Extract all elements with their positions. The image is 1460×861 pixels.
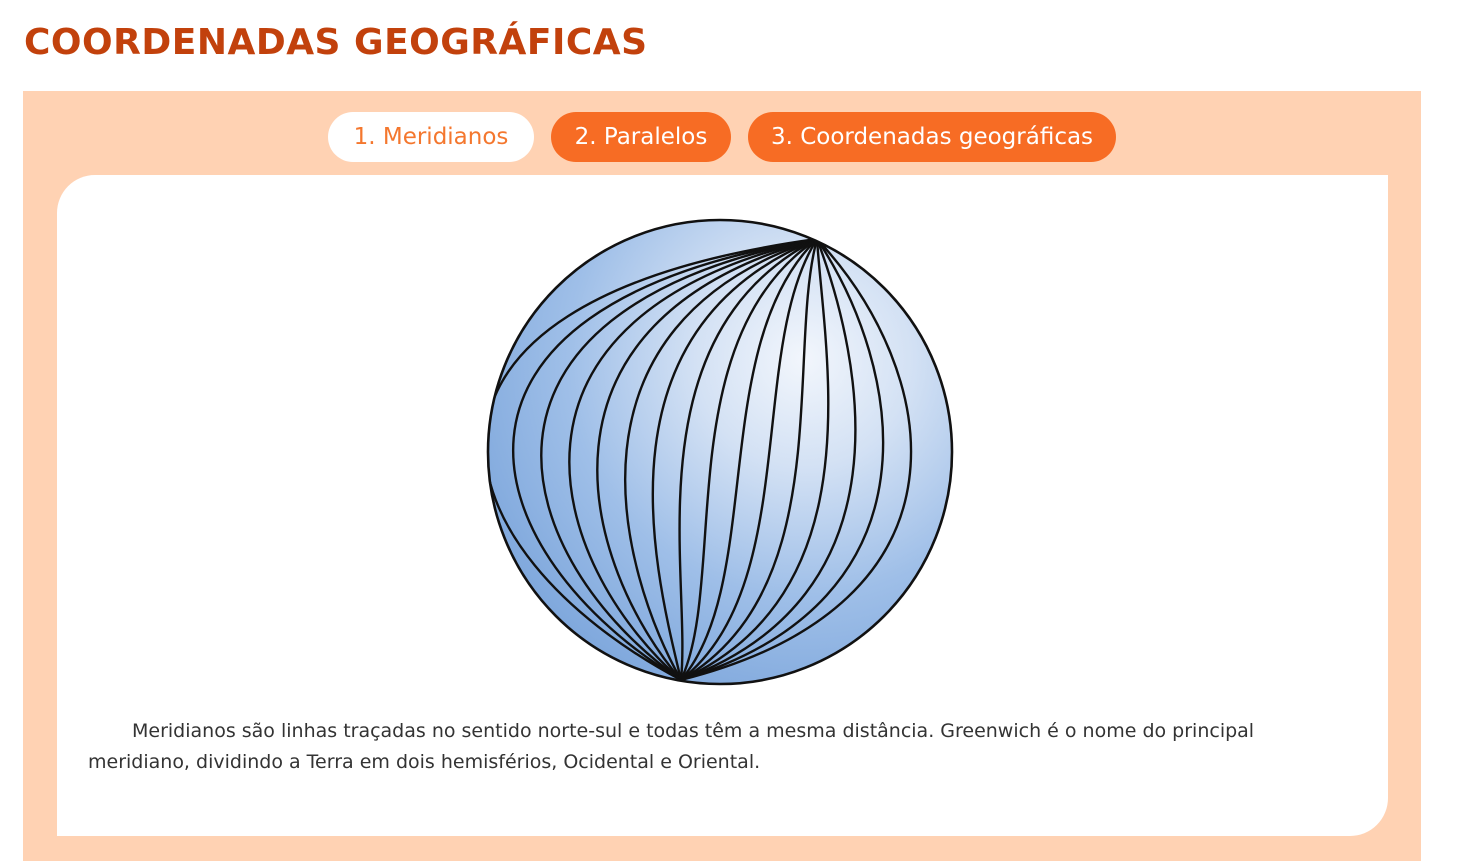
meridian-line xyxy=(678,237,819,682)
meridian-line xyxy=(679,237,819,682)
meridian-line xyxy=(679,237,819,682)
meridian-line xyxy=(679,237,913,682)
meridian-lines xyxy=(488,237,913,682)
meridian-line xyxy=(624,237,819,682)
meridian-line xyxy=(679,237,819,682)
meridian-line xyxy=(651,237,819,682)
meridian-line xyxy=(512,237,819,682)
lesson-card: Meridianos são linhas traçadas no sentid… xyxy=(57,175,1388,836)
meridians-description: Meridianos são linhas traçadas no sentid… xyxy=(88,720,1255,773)
meridian-line xyxy=(596,237,819,682)
meridian-line xyxy=(679,237,857,682)
meridian-line xyxy=(488,237,819,682)
tab-meridianos[interactable]: 1. Meridianos xyxy=(328,112,534,162)
content-panel: 1. Meridianos 2. Paralelos 3. Coordenada… xyxy=(23,91,1421,861)
tab-paralelos[interactable]: 2. Paralelos xyxy=(551,112,731,162)
meridian-line xyxy=(679,237,830,682)
page-title: COORDENADAS GEOGRÁFICAS xyxy=(24,22,648,63)
tab-bar: 1. Meridianos 2. Paralelos 3. Coordenada… xyxy=(23,112,1421,162)
meridian-line xyxy=(540,237,819,682)
meridian-line xyxy=(679,237,819,682)
globe-sphere xyxy=(488,220,952,684)
globe-outline xyxy=(486,218,954,686)
meridian-line xyxy=(679,237,885,682)
tab-coordenadas-geograficas[interactable]: 3. Coordenadas geográficas xyxy=(748,112,1116,162)
globe-meridians-illustration xyxy=(486,218,954,686)
meridian-line xyxy=(568,237,819,682)
